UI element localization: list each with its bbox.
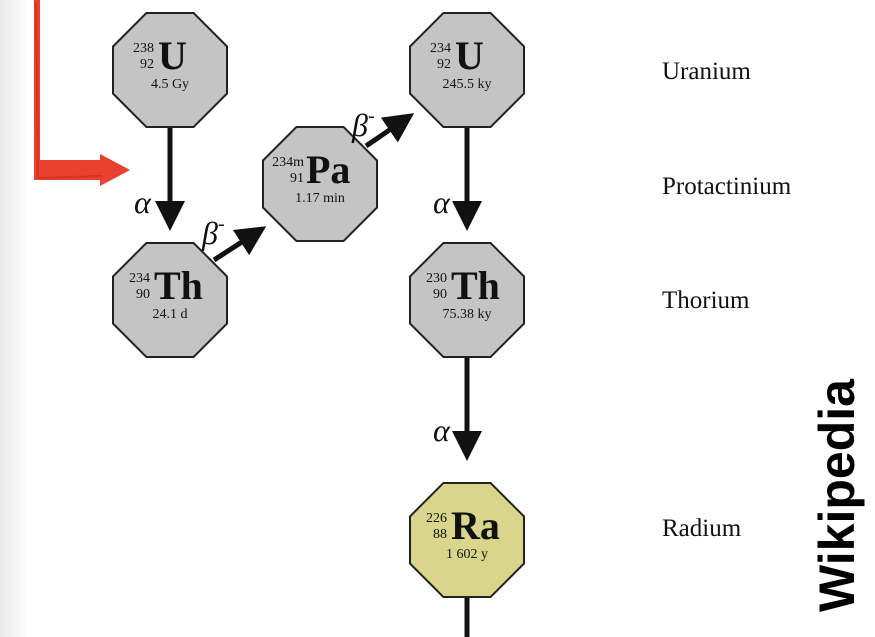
element-symbol: U: [158, 33, 187, 78]
element-symbol: Ra: [451, 503, 500, 548]
element-symbol: Th: [154, 263, 203, 308]
beta-symbol: β: [352, 107, 368, 143]
half-life: 245.5 ky: [442, 77, 492, 92]
element-symbol: Pa: [306, 147, 351, 192]
nuclide-pa234m: 234m 91 Pa 1.17 min: [262, 126, 378, 242]
half-life: 1 602 y: [446, 547, 488, 562]
nuclide-th234: 234 90 Th 24.1 d: [112, 242, 228, 358]
atomic-number: 92: [437, 57, 451, 72]
beta-label: β-: [352, 100, 375, 141]
atomic-number: 90: [433, 287, 447, 302]
arrow-th234-pa234m: [212, 226, 267, 263]
atomic-number: 92: [140, 57, 154, 72]
half-life: 24.1 d: [152, 307, 188, 322]
alpha-label: α: [433, 412, 450, 448]
half-life: 1.17 min: [295, 191, 345, 206]
element-symbol: U: [455, 33, 484, 78]
nuclide-u238: 238 92 U 4.5 Gy: [112, 12, 228, 128]
label-thorium: Thorium: [662, 287, 750, 314]
label-uranium: Uranium: [662, 58, 751, 85]
nuclide-ra226: 226 88 Ra 1 602 y: [409, 482, 525, 598]
nuclide-th230: 230 90 Th 75.38 ky: [409, 242, 525, 358]
alpha-label: α: [134, 184, 151, 220]
beta-symbol: β: [202, 215, 218, 251]
mass-number: 234m: [272, 155, 304, 170]
label-radium: Radium: [662, 515, 742, 542]
beta-sign: -: [217, 213, 225, 235]
element-symbol: Th: [451, 263, 500, 308]
mass-number: 226: [426, 511, 447, 526]
mass-number: 238: [133, 41, 154, 56]
atomic-number: 91: [290, 171, 304, 186]
half-life: 4.5 Gy: [150, 77, 190, 92]
alpha-label: α: [433, 184, 450, 220]
mass-number: 230: [426, 271, 447, 286]
atomic-number: 90: [136, 287, 150, 302]
arrow-pa234m-u234: [364, 113, 415, 149]
left-edge-strip: [0, 0, 28, 637]
mass-number: 234: [430, 41, 451, 56]
wikipedia-watermark: Wikipedia: [809, 379, 865, 612]
half-life: 75.38 ky: [442, 307, 492, 322]
beta-label: β-: [202, 208, 225, 249]
beta-sign: -: [367, 105, 375, 127]
label-protactinium: Protactinium: [662, 173, 792, 200]
nuclide-u234: 234 92 U 245.5 ky: [409, 12, 525, 128]
atomic-number: 88: [433, 527, 447, 542]
mass-number: 234: [129, 271, 150, 286]
annotation-arrow: [34, 0, 130, 186]
